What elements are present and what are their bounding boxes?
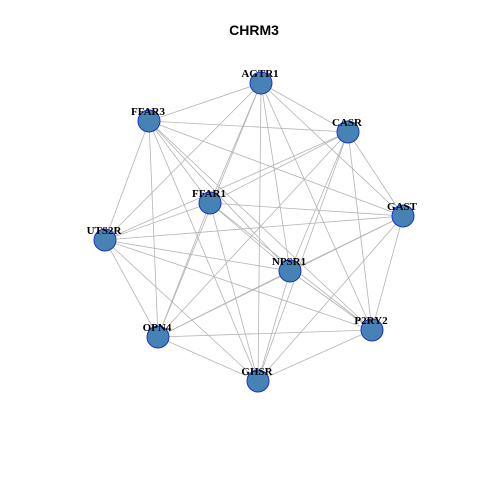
node-label-ghsr: GHSR <box>241 366 273 378</box>
edge-ffar3-uts2r <box>104 120 150 241</box>
edge-ffar1-gast <box>209 202 404 217</box>
edge-agtr1-npsr1 <box>260 82 291 272</box>
edge-agtr1-ghsr <box>257 82 262 382</box>
edge-casr-ghsr <box>257 131 349 382</box>
edge-casr-opn4 <box>157 131 349 338</box>
edge-gast-uts2r <box>104 215 404 241</box>
node-npsr1[interactable] <box>278 259 302 283</box>
edge-ffar3-opn4 <box>148 120 159 338</box>
node-agtr1[interactable] <box>249 71 273 95</box>
edge-uts2r-opn4 <box>104 239 159 338</box>
node-label-ffar1: FFAR1 <box>192 188 226 200</box>
edge-ffar1-npsr1 <box>209 202 291 272</box>
edge-p2ry2-opn4 <box>157 329 373 338</box>
edge-agtr1-casr <box>260 82 349 133</box>
edges-layer <box>104 82 404 382</box>
node-gast[interactable] <box>391 204 415 228</box>
edge-uts2r-p2ry2 <box>104 239 373 331</box>
edge-agtr1-ffar3 <box>148 82 262 122</box>
edge-ffar3-ffar1 <box>148 120 211 204</box>
node-label-uts2r: UTS2R <box>87 225 123 237</box>
edge-ffar3-p2ry2 <box>148 120 373 331</box>
edge-gast-ghsr <box>257 215 404 382</box>
edge-uts2r-ghsr <box>104 239 259 382</box>
edge-npsr1-ghsr <box>257 270 291 382</box>
edge-npsr1-p2ry2 <box>289 270 373 331</box>
edge-ffar3-ghsr <box>148 120 259 382</box>
node-label-casr: CASR <box>332 117 363 129</box>
node-label-ffar3: FFAR3 <box>131 106 166 118</box>
edge-ffar3-gast <box>148 120 404 217</box>
node-p2ry2[interactable] <box>360 318 384 342</box>
node-label-opn4: OPN4 <box>143 322 172 334</box>
edge-casr-ffar1 <box>209 131 349 204</box>
nodes-layer <box>93 71 415 393</box>
node-label-gast: GAST <box>387 201 418 213</box>
edge-casr-uts2r <box>104 131 349 241</box>
edge-ffar3-casr <box>148 120 349 133</box>
edge-casr-p2ry2 <box>347 131 373 331</box>
edge-gast-p2ry2 <box>371 215 404 331</box>
node-ghsr[interactable] <box>246 369 270 393</box>
node-label-npsr1: NPSR1 <box>272 256 306 268</box>
graph-title: CHRM3 <box>229 22 279 38</box>
edge-ffar3-npsr1 <box>148 120 291 272</box>
edge-casr-gast <box>347 131 404 217</box>
node-ffar3[interactable] <box>137 109 161 133</box>
edge-agtr1-uts2r <box>104 82 262 241</box>
edge-p2ry2-ghsr <box>257 329 373 382</box>
node-label-agtr1: AGTR1 <box>241 68 278 80</box>
edge-casr-npsr1 <box>289 131 349 272</box>
edge-ffar1-uts2r <box>104 202 211 241</box>
edge-opn4-ghsr <box>157 336 259 382</box>
edge-ffar1-opn4 <box>157 202 211 338</box>
node-uts2r[interactable] <box>93 228 117 252</box>
edge-uts2r-npsr1 <box>104 239 291 272</box>
node-label-p2ry2: P2RY2 <box>354 315 388 327</box>
node-casr[interactable] <box>336 120 360 144</box>
edge-npsr1-opn4 <box>157 270 291 338</box>
edge-ffar1-ghsr <box>209 202 259 382</box>
node-ffar1[interactable] <box>198 191 222 215</box>
node-opn4[interactable] <box>146 325 170 349</box>
